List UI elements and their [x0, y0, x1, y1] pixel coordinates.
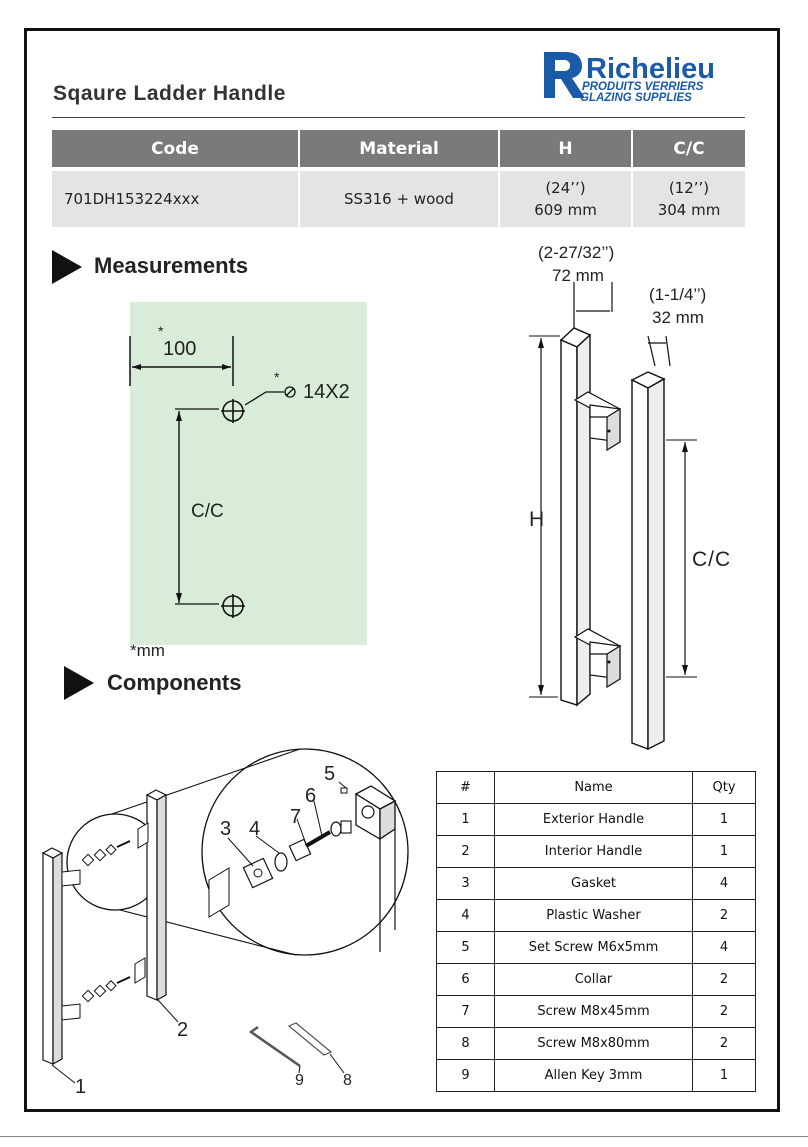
depth-mm: 72 mm [552, 266, 604, 285]
part-name: Screw M8x45mm [494, 995, 693, 1028]
part-qty: 1 [692, 803, 756, 836]
spec-header-h: H [500, 130, 633, 167]
part-name: Gasket [494, 867, 693, 900]
page-title: Sqaure Ladder Handle [53, 82, 286, 105]
components-heading: Components [107, 670, 242, 695]
logo-line-1: PRODUITS VERRIERS [582, 81, 704, 93]
part-qty: 2 [692, 995, 756, 1028]
spec-material: SS316 + wood [300, 167, 500, 227]
unit-note: *mm [130, 641, 165, 660]
callout-4: 4 [249, 818, 261, 840]
callout-3: 3 [220, 818, 232, 840]
components-arrow-icon [64, 666, 94, 700]
table-row: 9 Allen Key 3mm 1 [436, 1059, 756, 1092]
part-number: 1 [436, 803, 495, 836]
logo-line-2: GLAZING SUPPLIES [580, 92, 692, 104]
parts-table: # Name Qty 1 Exterior Handle 1 2 Interio… [436, 771, 756, 1092]
table-row: 3 Gasket 4 [436, 867, 756, 900]
part-name: Exterior Handle [494, 803, 693, 836]
callout-9: 9 [295, 1072, 304, 1089]
callout-2: 2 [177, 1019, 189, 1041]
table-row: 4 Plastic Washer 2 [436, 899, 756, 932]
title-divider [52, 117, 745, 118]
drilling-template-panel [130, 302, 367, 645]
spec-h: (24’’) 609 mm [500, 167, 633, 227]
drill-cc-label: C/C [191, 501, 224, 522]
spec-h-inches: (24’’) [545, 179, 586, 197]
parts-header-number: # [436, 771, 495, 804]
part-qty: 4 [692, 931, 756, 964]
hole-size-label: 14X2 [303, 381, 350, 403]
richelieu-logo: Richelieu PRODUITS VERRIERS GLAZING SUPP… [544, 52, 715, 104]
spec-cc: (12’’) 304 mm [633, 167, 745, 227]
part-number: 2 [436, 835, 495, 868]
part-name: Screw M8x80mm [494, 1027, 693, 1060]
part-number: 9 [436, 1059, 495, 1092]
callout-6: 6 [305, 785, 317, 807]
part-qty: 2 [692, 899, 756, 932]
part-qty: 2 [692, 963, 756, 996]
part-name: Plastic Washer [494, 899, 693, 932]
part-qty: 4 [692, 867, 756, 900]
spec-h-mm: 609 mm [534, 201, 597, 219]
table-row: 7 Screw M8x45mm 2 [436, 995, 756, 1028]
width-mm: 32 mm [652, 308, 704, 327]
logo-wordmark: Richelieu [586, 53, 715, 85]
part-name: Interior Handle [494, 835, 693, 868]
part-name: Collar [494, 963, 693, 996]
part-number: 7 [436, 995, 495, 1028]
parts-header-qty: Qty [692, 771, 756, 804]
bottom-rule [0, 1136, 808, 1137]
width-value: 100 [163, 338, 197, 360]
table-row: 6 Collar 2 [436, 963, 756, 996]
part-name: Set Screw M6x5mm [494, 931, 693, 964]
spec-header-row: Code Material H C/C [52, 130, 745, 167]
part-number: 6 [436, 963, 495, 996]
callout-8: 8 [343, 1072, 352, 1089]
callout-1: 1 [75, 1076, 87, 1098]
measurements-heading: Measurements [94, 253, 249, 278]
part-number: 8 [436, 1027, 495, 1060]
spec-cc-inches: (12’’) [668, 179, 710, 197]
spec-row: 701DH153224xxx SS316 + wood (24’’) 609 mm… [52, 167, 745, 227]
page-frame [24, 28, 780, 1112]
hole-star: * [274, 369, 280, 385]
part-qty: 1 [692, 835, 756, 868]
part-qty: 1 [692, 1059, 756, 1092]
part-number: 5 [436, 931, 495, 964]
parts-header-name: Name [494, 771, 693, 804]
table-row: 1 Exterior Handle 1 [436, 803, 756, 836]
callout-7: 7 [290, 806, 302, 828]
table-row: 2 Interior Handle 1 [436, 835, 756, 868]
width-star: * [158, 323, 164, 339]
spec-header-material: Material [300, 130, 500, 167]
parts-header-row: # Name Qty [436, 771, 756, 804]
spec-cc-mm: 304 mm [657, 201, 721, 219]
callout-5: 5 [324, 763, 336, 785]
height-label: H [529, 508, 545, 531]
part-name: Allen Key 3mm [494, 1059, 693, 1092]
handle-cc-label: C/C [692, 548, 732, 571]
spec-header-cc: C/C [633, 130, 745, 167]
table-row: 5 Set Screw M6x5mm 4 [436, 931, 756, 964]
part-number: 4 [436, 899, 495, 932]
part-qty: 2 [692, 1027, 756, 1060]
spec-table: Code Material H C/C 701DH153224xxx SS316… [52, 130, 745, 227]
table-row: 8 Screw M8x80mm 2 [436, 1027, 756, 1060]
measurements-arrow-icon [52, 250, 82, 284]
spec-code: 701DH153224xxx [52, 167, 300, 227]
spec-header-code: Code [52, 130, 300, 167]
part-number: 3 [436, 867, 495, 900]
depth-inches: (2-27/32’’) [538, 243, 615, 262]
width-inches: (1-1/4’’) [649, 285, 707, 304]
